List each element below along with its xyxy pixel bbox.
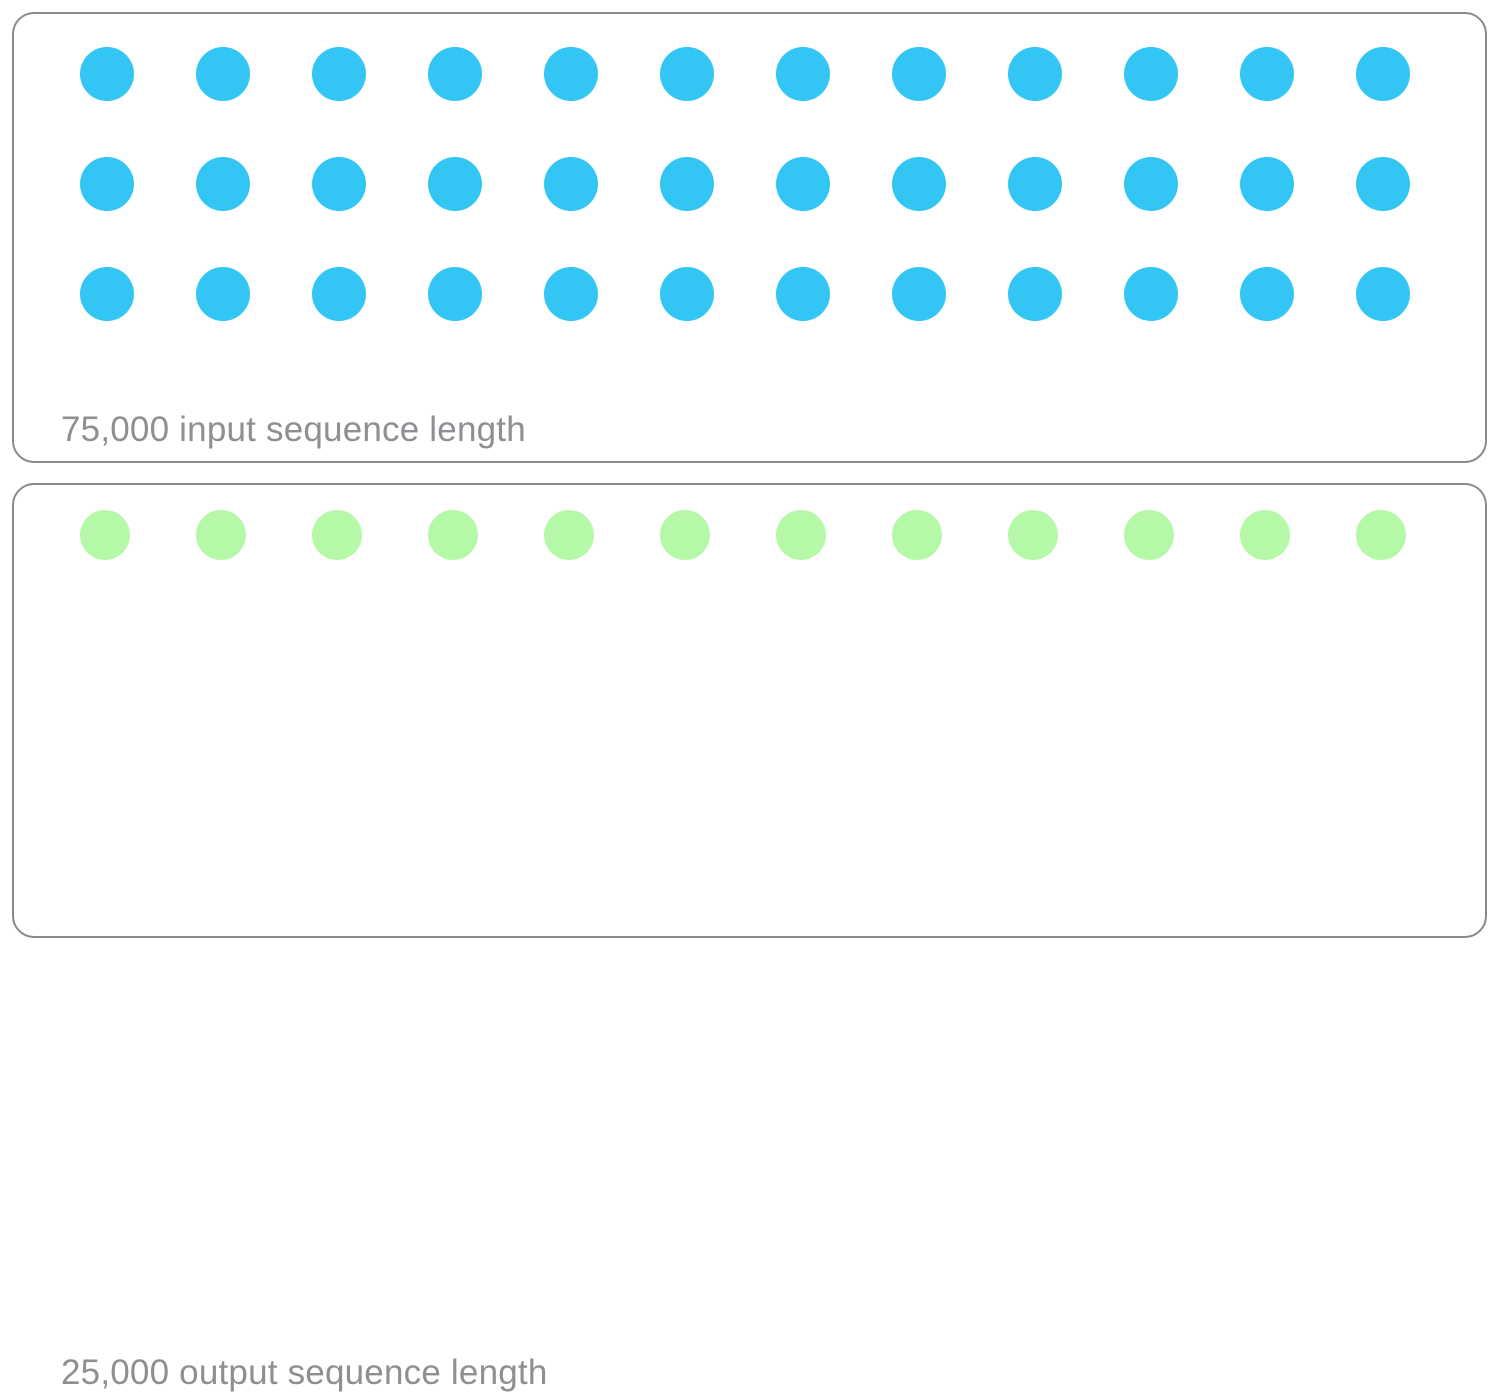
input-token-dot bbox=[312, 157, 366, 211]
input-dot-row bbox=[80, 47, 1410, 101]
output-token-dot bbox=[1240, 510, 1290, 560]
input-token-dot bbox=[1356, 47, 1410, 101]
output-token-dot bbox=[196, 510, 246, 560]
sequence-length-diagram: 75,000 input sequence length 25,000 outp… bbox=[12, 12, 1487, 1392]
input-token-dot bbox=[1240, 47, 1294, 101]
input-token-dot bbox=[776, 267, 830, 321]
input-token-dot bbox=[544, 47, 598, 101]
input-token-dot bbox=[1240, 267, 1294, 321]
input-token-dot bbox=[660, 157, 714, 211]
input-token-dot bbox=[196, 157, 250, 211]
output-dot-grid bbox=[14, 485, 1485, 936]
input-token-dot bbox=[196, 267, 250, 321]
input-token-dot bbox=[1356, 267, 1410, 321]
output-token-dot bbox=[1008, 510, 1058, 560]
input-token-dot bbox=[892, 47, 946, 101]
output-sequence-panel: 25,000 output sequence length bbox=[12, 483, 1487, 1392]
input-token-dot bbox=[1124, 47, 1178, 101]
input-token-dot bbox=[1008, 47, 1062, 101]
output-token-dot bbox=[80, 510, 130, 560]
input-token-dot bbox=[1124, 157, 1178, 211]
input-token-dot bbox=[312, 47, 366, 101]
input-token-dot bbox=[80, 157, 134, 211]
input-token-dot bbox=[544, 267, 598, 321]
input-token-dot bbox=[544, 157, 598, 211]
input-token-dot bbox=[1008, 267, 1062, 321]
output-dot-row bbox=[80, 510, 1406, 560]
output-token-dot bbox=[1356, 510, 1406, 560]
input-token-dot bbox=[80, 47, 134, 101]
input-token-dot bbox=[892, 267, 946, 321]
input-token-dot bbox=[892, 157, 946, 211]
input-token-dot bbox=[1124, 267, 1178, 321]
input-dot-row bbox=[80, 157, 1410, 211]
input-token-dot bbox=[428, 47, 482, 101]
output-sequence-caption: 25,000 output sequence length bbox=[61, 1353, 548, 1392]
input-sequence-caption: 75,000 input sequence length bbox=[61, 410, 526, 449]
input-token-dot bbox=[660, 267, 714, 321]
input-token-dot bbox=[312, 267, 366, 321]
input-token-dot bbox=[80, 267, 134, 321]
output-token-dot bbox=[892, 510, 942, 560]
output-token-dot bbox=[428, 510, 478, 560]
input-token-dot bbox=[776, 157, 830, 211]
input-token-dot bbox=[1240, 157, 1294, 211]
output-token-dot bbox=[660, 510, 710, 560]
output-token-dot bbox=[544, 510, 594, 560]
input-token-dot bbox=[428, 267, 482, 321]
input-sequence-panel: 75,000 input sequence length bbox=[12, 12, 1487, 463]
output-token-dot bbox=[312, 510, 362, 560]
input-token-dot bbox=[428, 157, 482, 211]
input-token-dot bbox=[1356, 157, 1410, 211]
input-token-dot bbox=[776, 47, 830, 101]
input-token-dot bbox=[1008, 157, 1062, 211]
input-dot-row bbox=[80, 267, 1410, 321]
output-token-dot bbox=[776, 510, 826, 560]
output-token-dot bbox=[1124, 510, 1174, 560]
input-token-dot bbox=[196, 47, 250, 101]
input-token-dot bbox=[660, 47, 714, 101]
